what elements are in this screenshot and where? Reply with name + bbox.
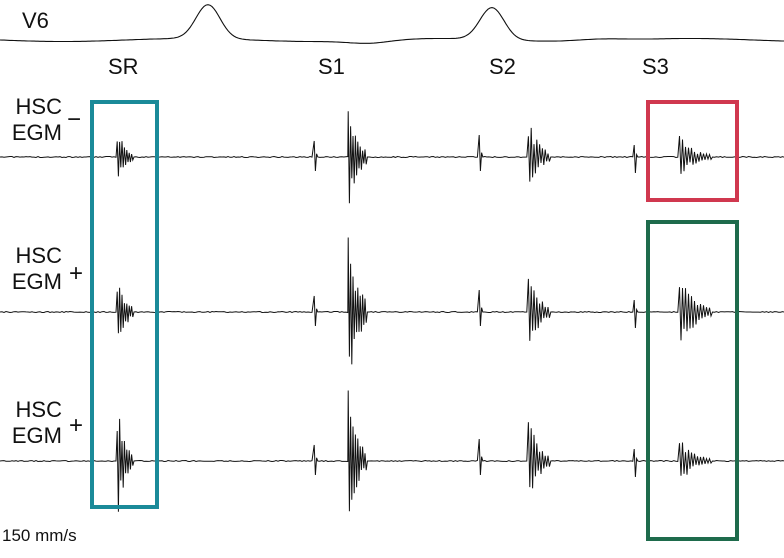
stim-label-s3: S3 xyxy=(642,54,669,79)
channel-3-label-line1: HSC xyxy=(15,397,62,422)
paper-speed-label: 150 mm/s xyxy=(2,526,77,545)
channel-1-label-line2: EGM xyxy=(11,120,62,145)
channel-3-label: HSC EGM xyxy=(0,397,62,449)
channel-2-label-line2: EGM xyxy=(11,269,62,294)
channel-1-egm-trace xyxy=(0,111,784,204)
v6-lead-label: V6 xyxy=(22,8,49,33)
s3-top-highlight-box xyxy=(646,100,739,202)
stim-label-sr: SR xyxy=(108,54,139,79)
channel-2-egm-trace xyxy=(0,237,784,365)
s3-bottom-highlight-box xyxy=(646,220,739,541)
channel-2-label: HSC EGM xyxy=(0,243,62,295)
sr-highlight-box xyxy=(90,100,159,509)
channel-2-polarity: + xyxy=(69,260,84,287)
channel-3-egm-trace xyxy=(0,390,784,512)
v6-ecg-trace xyxy=(0,4,784,44)
channel-1-label-line1: HSC xyxy=(15,94,62,119)
channel-3-polarity: + xyxy=(69,412,84,439)
stim-label-s1: S1 xyxy=(318,54,345,79)
channel-3-label-line2: EGM xyxy=(11,423,62,448)
channel-1-label: HSC EGM xyxy=(0,94,62,146)
channel-2-label-line1: HSC xyxy=(15,243,62,268)
stim-label-s2: S2 xyxy=(489,54,516,79)
channel-1-polarity: − xyxy=(67,106,82,133)
